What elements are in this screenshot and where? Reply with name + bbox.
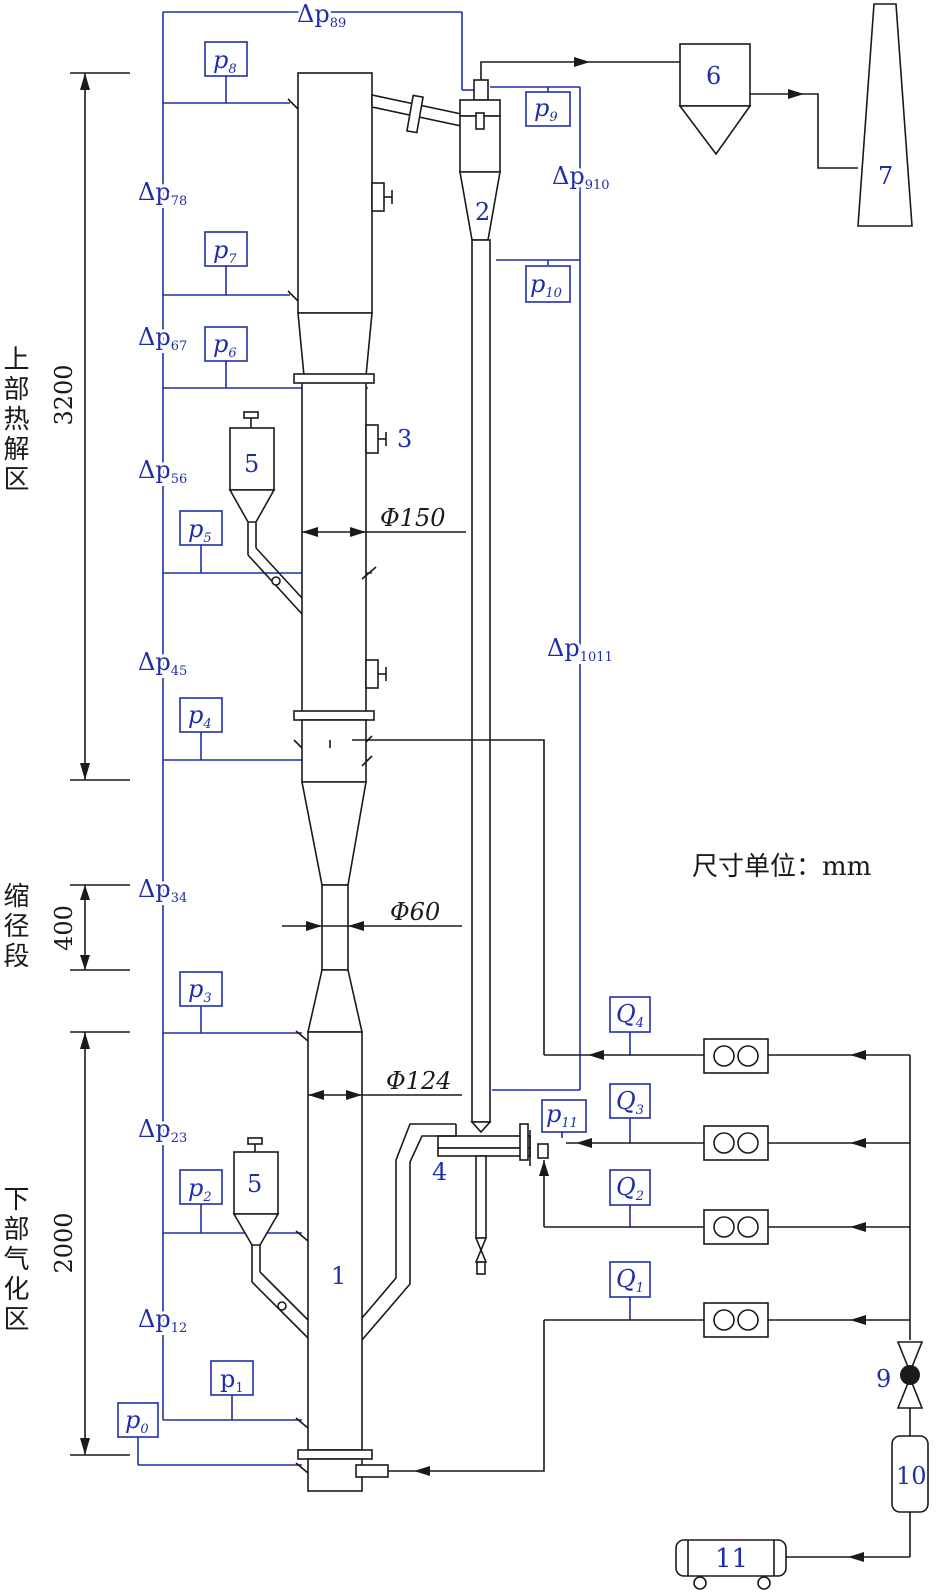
zone-lower-label: 下部气化区 xyxy=(0,1185,29,1335)
dim-3200: 3200 xyxy=(50,364,78,425)
equipment-5b-label: 5 xyxy=(247,1170,262,1198)
equipment-6-label: 6 xyxy=(706,62,721,90)
dp67-label: Δp67 xyxy=(138,323,187,354)
dimension-lines xyxy=(70,72,130,1456)
q3-label: Q3 xyxy=(616,1087,644,1118)
distributor-4 xyxy=(437,1123,549,1275)
dp12-label: Δp12 xyxy=(138,1305,187,1336)
p1-label: p1 xyxy=(220,1365,244,1396)
equipment-5a-label: 5 xyxy=(244,450,259,478)
dp910-label: Δp910 xyxy=(552,162,610,193)
equipment-2-label: 2 xyxy=(475,198,490,226)
q1-label: Q1 xyxy=(616,1265,644,1296)
gas-outlet-line xyxy=(480,57,680,80)
hopper-5-lower xyxy=(232,1137,309,1339)
dp56-label: Δp56 xyxy=(138,456,187,487)
p2-label: p2 xyxy=(188,1174,212,1205)
instrument-lines xyxy=(137,11,631,1466)
equipment-1-label: 1 xyxy=(331,1262,346,1290)
p7-label: p7 xyxy=(213,236,237,267)
dp1011-label: Δp1011 xyxy=(547,634,613,665)
reactor-column xyxy=(293,72,389,1492)
q2-label: Q2 xyxy=(616,1173,644,1204)
p6-label: p6 xyxy=(213,330,237,361)
bag-filter-6 xyxy=(678,43,752,156)
p5-label: p5 xyxy=(188,515,212,546)
equipment-11-label: 11 xyxy=(715,1544,748,1574)
cyclone-2 xyxy=(459,79,501,1134)
equipment-10-label: 10 xyxy=(896,1462,927,1490)
dp45-label: Δp45 xyxy=(138,648,187,679)
dp78-label: Δp78 xyxy=(138,178,187,209)
p9-label: p9 xyxy=(534,94,558,125)
diameter-150-label: Φ150 xyxy=(380,504,445,532)
stack-7 xyxy=(857,3,913,227)
dp34-label: Δp34 xyxy=(138,875,187,906)
hopper-5-upper xyxy=(228,411,303,615)
tank-11 xyxy=(675,1539,787,1590)
dp89-label: Δp89 xyxy=(297,0,346,31)
equipment-9-label: 9 xyxy=(876,1365,891,1393)
tap-stubs xyxy=(287,98,377,1474)
pressure-boxes xyxy=(117,41,651,1438)
diameter-marks xyxy=(282,527,466,1100)
diameter-124-label: Φ124 xyxy=(386,1067,451,1095)
side-ports xyxy=(365,182,393,689)
dim-400: 400 xyxy=(50,905,78,951)
p8-label: p8 xyxy=(213,46,237,77)
zone-upper-label: 上部热解区 xyxy=(0,345,29,495)
outlet-duct xyxy=(371,94,467,134)
equipment-3-label: 3 xyxy=(397,425,412,453)
zone-middle-label: 缩径段 xyxy=(0,882,29,972)
return-leg xyxy=(361,1123,457,1341)
p4-label: p4 xyxy=(188,701,212,732)
dim-2000: 2000 xyxy=(50,1212,78,1273)
p0-label: p0 xyxy=(125,1406,149,1437)
flow-meters xyxy=(703,1038,769,1338)
p10-label: p10 xyxy=(530,270,562,301)
supply-lines xyxy=(352,739,929,1562)
p3-label: p3 xyxy=(188,975,212,1006)
dp23-label: Δp23 xyxy=(138,1115,187,1146)
unit-note: 尺寸单位：mm xyxy=(692,852,871,882)
q4-label: Q4 xyxy=(616,1000,644,1031)
diameter-60-label: Φ60 xyxy=(390,898,440,926)
p11-label: p11 xyxy=(546,1100,578,1131)
equipment-4-label: 4 xyxy=(432,1158,447,1186)
stack-line xyxy=(750,89,858,169)
equipment-7-label: 7 xyxy=(878,162,893,190)
